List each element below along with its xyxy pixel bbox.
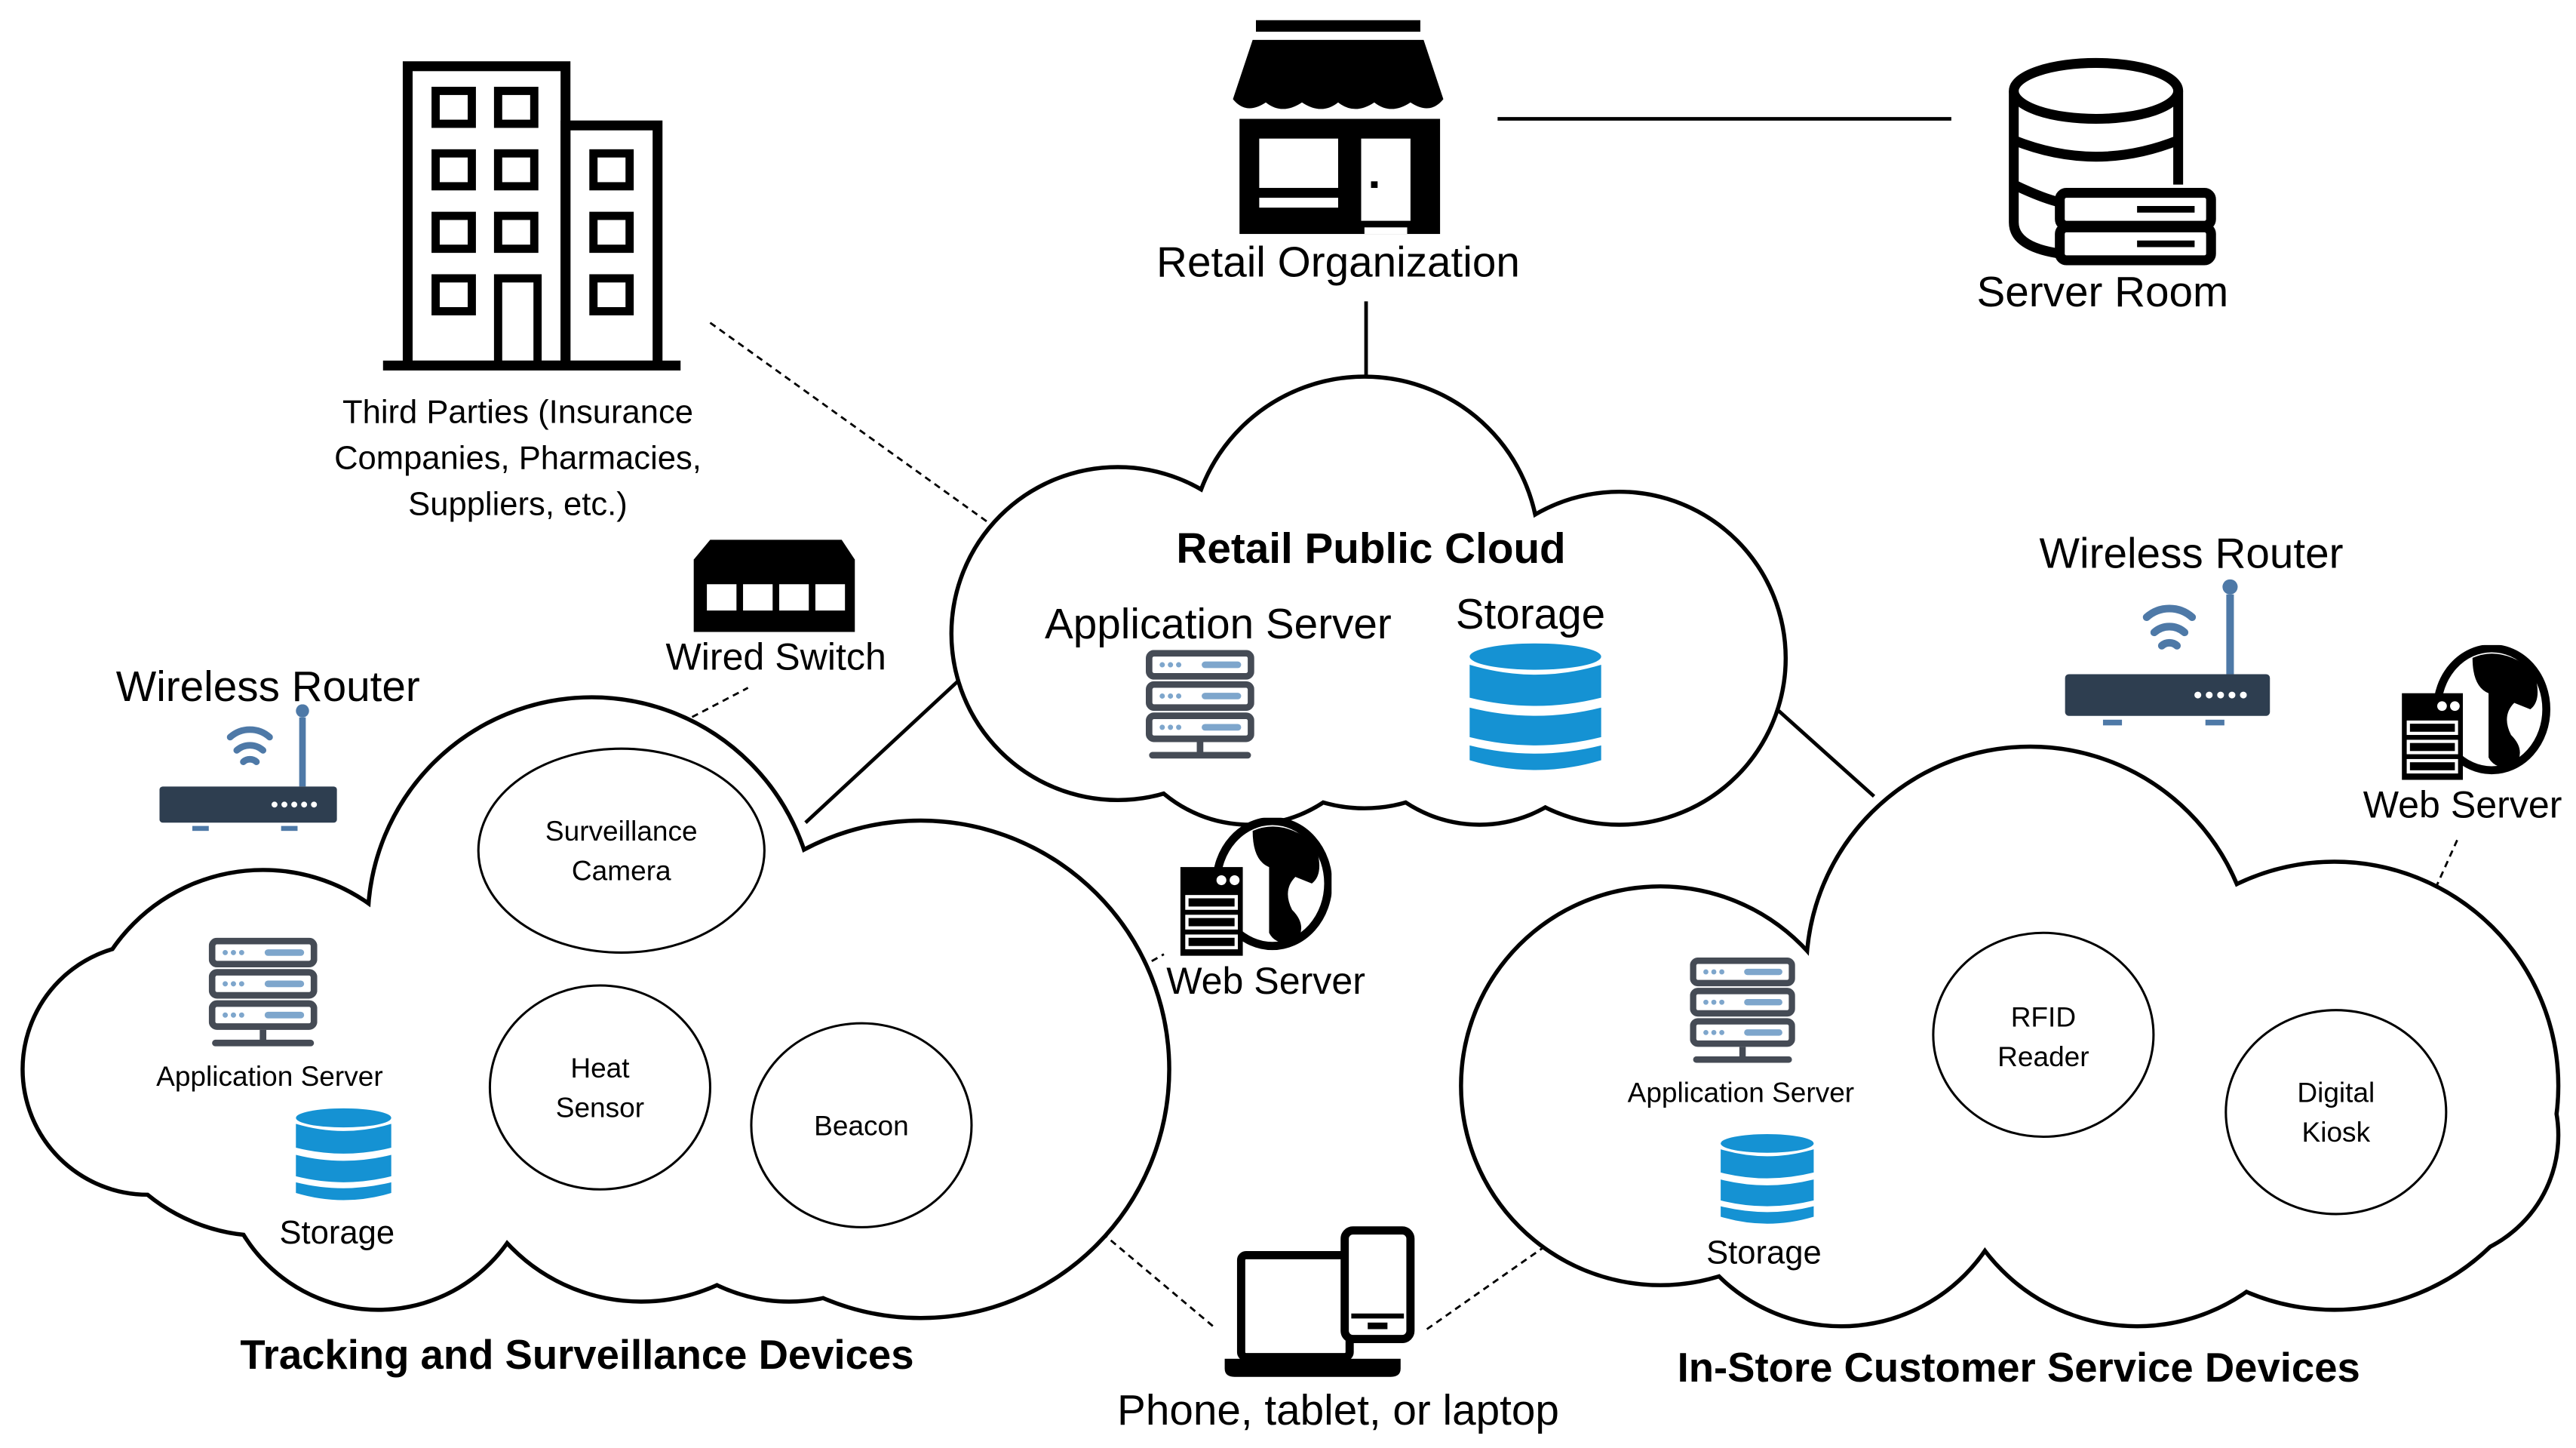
right-web-server-icon: [2402, 648, 2546, 779]
left-storage-label: Storage: [279, 1215, 395, 1251]
line-left-devices: [1092, 1225, 1217, 1330]
beacon-node: Beacon: [750, 1022, 973, 1228]
line-kiosk-webserver: [2382, 838, 2459, 1004]
line-cloud-left: [804, 673, 966, 825]
svg-text:Kiosk: Kiosk: [2302, 1116, 2371, 1148]
svg-text:Sensor: Sensor: [556, 1091, 644, 1123]
right-app-server-label: Application Server: [1628, 1077, 1855, 1108]
rfid-reader-node: RFID Reader: [1932, 931, 2155, 1139]
svg-text:Beacon: Beacon: [814, 1109, 909, 1141]
web-server-label: Web Server: [1166, 960, 1365, 1002]
svg-text:Third Parties (Insurance: Third Parties (Insurance: [342, 395, 693, 431]
svg-text:Surveillance: Surveillance: [545, 815, 698, 847]
line-thirdparty-cloud: [709, 321, 1032, 555]
svg-text:RFID: RFID: [2011, 1001, 2076, 1032]
wired-switch-label: Wired Switch: [665, 636, 886, 678]
left-app-server-label: Application Server: [156, 1060, 383, 1092]
left-cloud-title: Tracking and Surveillance Devices: [240, 1332, 913, 1378]
retail-org-label: Retail Organization: [1156, 239, 1520, 287]
laptop-phone-icon: [1224, 1226, 1415, 1377]
left-router-label: Wireless Router: [116, 663, 420, 711]
svg-text:Suppliers, etc.): Suppliers, etc.): [408, 487, 628, 523]
digital-kiosk-node: Digital Kiosk: [2224, 1009, 2448, 1216]
svg-text:Companies, Pharmacies,: Companies, Pharmacies,: [334, 441, 702, 477]
server-room-label: Server Room: [1976, 269, 2228, 316]
svg-text:Digital: Digital: [2297, 1077, 2375, 1108]
svg-text:Heat: Heat: [570, 1052, 630, 1084]
web-server-icon: [1181, 821, 1328, 956]
public-cloud-title: Retail Public Cloud: [1176, 525, 1565, 573]
third-parties-label: Third Parties (Insurance Companies, Phar…: [334, 395, 702, 523]
left-wireless-router-icon: [159, 704, 336, 831]
svg-text:Camera: Camera: [572, 855, 671, 887]
line-switch-camera: [640, 687, 749, 745]
database-server-icon: [2009, 57, 2216, 266]
svg-text:Reader: Reader: [1997, 1041, 2089, 1072]
right-storage-label: Storage: [1706, 1234, 1822, 1271]
right-web-server-label: Web Server: [2363, 784, 2562, 826]
wired-switch-icon: [693, 540, 855, 632]
right-wireless-router-icon: [2065, 580, 2271, 726]
public-storage-label: Storage: [1456, 591, 1605, 638]
store-icon: [1233, 20, 1444, 235]
right-cloud-title: In-Store Customer Service Devices: [1678, 1345, 2360, 1391]
devices-label: Phone, tablet, or laptop: [1117, 1387, 1559, 1434]
surveillance-camera-node: Surveillance Camera: [477, 747, 766, 954]
building-icon: [382, 61, 681, 370]
right-router-label: Wireless Router: [2040, 530, 2344, 577]
heat-sensor-node: Heat Sensor: [488, 984, 711, 1191]
line-cloud-right: [1777, 709, 1876, 798]
public-app-server-label: Application Server: [1045, 601, 1392, 648]
